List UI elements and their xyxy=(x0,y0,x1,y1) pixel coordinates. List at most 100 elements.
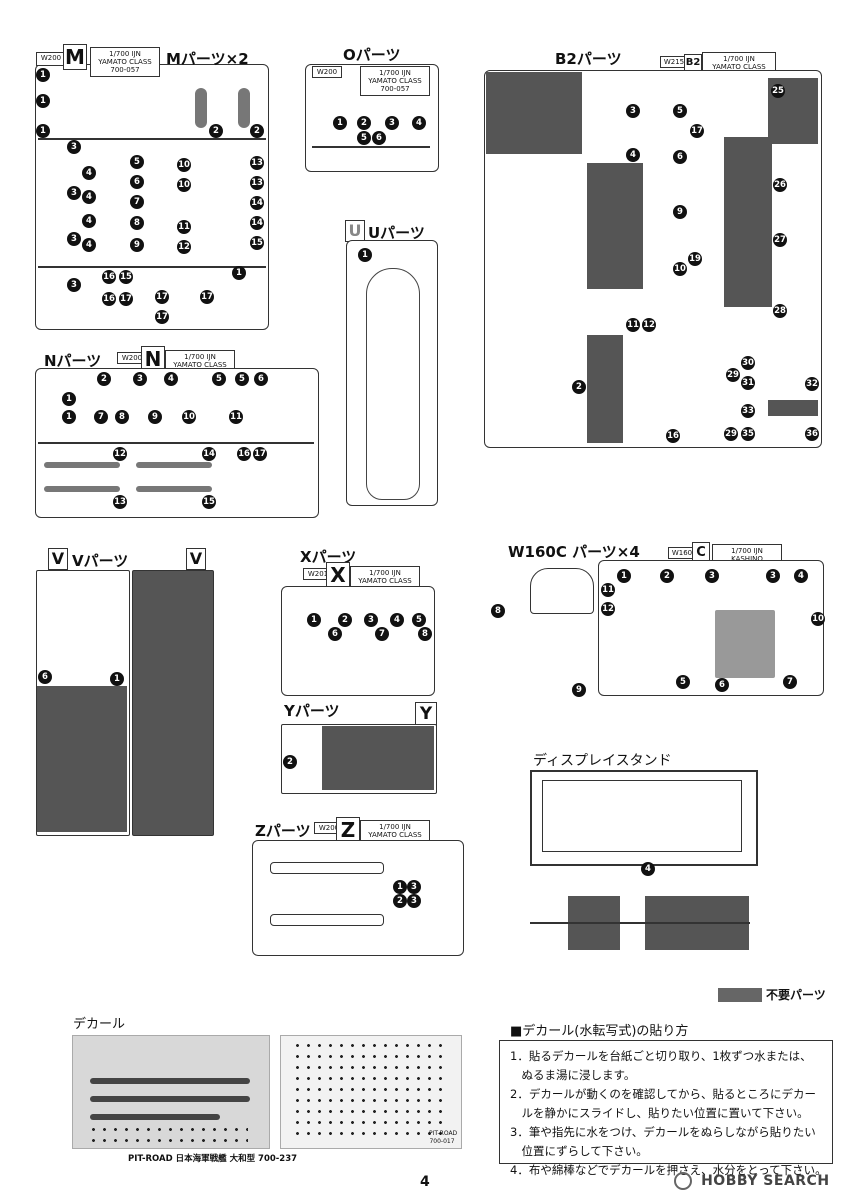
title-b2: B2パーツ xyxy=(555,50,622,68)
callout: 3 xyxy=(407,894,421,908)
callout: 1 xyxy=(617,569,631,583)
callout: 11 xyxy=(601,583,615,597)
callout: 6 xyxy=(254,372,268,386)
callout: 1 xyxy=(36,94,50,108)
callout: 10 xyxy=(177,158,191,172)
sprue-v-right xyxy=(132,570,214,836)
callout: 4 xyxy=(390,613,404,627)
title-u: Uパーツ xyxy=(368,224,425,242)
callout: 17 xyxy=(200,290,214,304)
callout: 32 xyxy=(805,377,819,391)
o-runner xyxy=(312,146,430,148)
decal-caption-right: PIT-ROAD 700-017 xyxy=(429,1130,458,1145)
callout: 4 xyxy=(82,214,96,228)
title-stand: ディスプレイスタンド xyxy=(533,753,672,769)
w160c-gun-bracket xyxy=(715,610,775,678)
callout: 16 xyxy=(102,292,116,306)
callout: 3 xyxy=(705,569,719,583)
b2-unused-block xyxy=(768,400,818,416)
n-gun-barrel xyxy=(44,462,120,468)
callout: 5 xyxy=(212,372,226,386)
callout: 2 xyxy=(338,613,352,627)
callout: 19 xyxy=(688,252,702,266)
y-unused-block xyxy=(322,726,434,790)
callout: 35 xyxy=(741,427,755,441)
callout: 7 xyxy=(783,675,797,689)
callout: 17 xyxy=(690,124,704,138)
callout: 8 xyxy=(130,216,144,230)
callout: 7 xyxy=(130,195,144,209)
letter-z: Z xyxy=(336,817,360,843)
callout: 10 xyxy=(673,262,687,276)
callout: 2 xyxy=(250,124,264,138)
callout: 12 xyxy=(113,447,127,461)
callout: 2 xyxy=(357,116,371,130)
callout: 3 xyxy=(67,232,81,246)
decal-stripe xyxy=(90,1114,220,1120)
b2-unused-block xyxy=(724,137,772,307)
callout: 29 xyxy=(724,427,738,441)
instruction-step: ルを静かにスライドし、貼りたい位置に置いて下さい。 xyxy=(510,1106,809,1120)
instruction-step: 4．布や綿棒などでデカールを押さえ、水分をとって下さい。 xyxy=(510,1163,827,1177)
unused-legend-label: 不要パーツ xyxy=(766,988,826,1002)
w160c-turret xyxy=(530,568,594,614)
unused-legend-swatch xyxy=(718,988,762,1002)
stand-runner xyxy=(530,922,750,924)
hobby-search-logo: HOBBY SEARCH xyxy=(674,1170,830,1190)
callout: 6 xyxy=(130,175,144,189)
callout: 31 xyxy=(741,376,755,390)
callout: 17 xyxy=(119,292,133,306)
callout: 1 xyxy=(232,266,246,280)
callout: 11 xyxy=(229,410,243,424)
tag-m: 1/700 IJN YAMATO CLASS 700-057 xyxy=(90,47,160,77)
callout: 15 xyxy=(119,270,133,284)
callout: 14 xyxy=(250,196,264,210)
callout: 13 xyxy=(113,495,127,509)
title-m: Mパーツ×2 xyxy=(166,50,249,68)
callout: 36 xyxy=(805,427,819,441)
decal-stripe xyxy=(90,1078,250,1084)
callout: 17 xyxy=(253,447,267,461)
callout: 1 xyxy=(36,68,50,82)
letter-v: V xyxy=(48,548,68,570)
page-number: 4 xyxy=(420,1174,430,1190)
callout: 5 xyxy=(357,131,371,145)
z-mast xyxy=(270,914,384,926)
title-n: Nパーツ xyxy=(44,352,102,370)
callout: 7 xyxy=(375,627,389,641)
callout: 6 xyxy=(715,678,729,692)
callout: 5 xyxy=(130,155,144,169)
callout: 8 xyxy=(418,627,432,641)
callout: 4 xyxy=(794,569,808,583)
callout: 17 xyxy=(155,310,169,324)
callout: 11 xyxy=(626,318,640,332)
n-gun-barrel xyxy=(136,462,212,468)
callout: 3 xyxy=(385,116,399,130)
b2-unused-block xyxy=(587,163,643,289)
callout: 13 xyxy=(250,176,264,190)
callout: 14 xyxy=(202,447,216,461)
letter-m: M xyxy=(63,44,87,70)
callout: 29 xyxy=(726,368,740,382)
instruction-step: 2．デカールが動くのを確認してから、貼るところにデカー xyxy=(510,1087,816,1101)
sprue-x xyxy=(281,586,435,696)
sprue-z xyxy=(252,840,464,956)
instruction-step: 位置にずらして下さい。 xyxy=(510,1144,648,1158)
callout: 1 xyxy=(333,116,347,130)
n-gun-barrel xyxy=(44,486,120,492)
n-gun-barrel xyxy=(136,486,212,492)
callout: 16 xyxy=(666,429,680,443)
callout: 8 xyxy=(491,604,505,618)
letter-u: U xyxy=(345,220,365,242)
decal-dots xyxy=(88,1124,248,1142)
callout: 4 xyxy=(82,166,96,180)
callout: 12 xyxy=(601,602,615,616)
callout: 1 xyxy=(62,410,76,424)
letter-n: N xyxy=(141,346,165,372)
instruction-step: 1．貼るデカールを台紙ごと切り取り、1枚ずつ水または、 xyxy=(510,1049,812,1063)
callout: 10 xyxy=(177,178,191,192)
logo-icon xyxy=(674,1171,692,1190)
stand-base-inner xyxy=(542,780,742,852)
callout: 8 xyxy=(115,410,129,424)
callout: 1 xyxy=(358,248,372,262)
